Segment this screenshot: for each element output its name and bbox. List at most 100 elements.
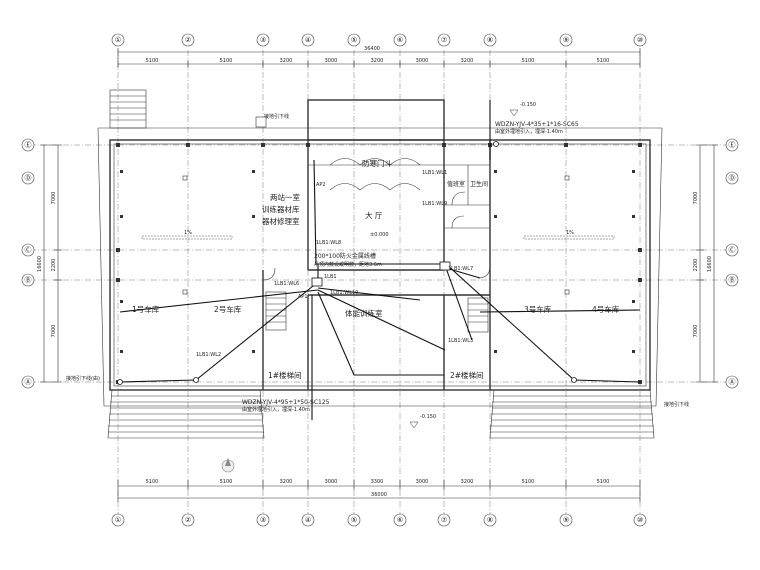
axis-col-10-top: ⑩: [637, 36, 643, 44]
axis-col-1-top: ①: [115, 36, 121, 44]
annotations: WDZN-YJV-4*35+1*16-SC65 由室外埋地引入，埋深-1.40m…: [66, 102, 689, 473]
axis-col-8-top: ⑧: [487, 36, 493, 44]
left-span-3: 7000: [51, 325, 57, 338]
room-garage1: 1号车库: [132, 304, 160, 314]
circuit-wl6: 1LB1:WL6: [274, 281, 299, 287]
top-span-6: 3000: [416, 58, 429, 64]
right-total-dimension: 16600: [707, 256, 713, 272]
bottom-span-5: 3300: [371, 479, 384, 485]
room-labels: 防寒门斗 大 厅 ±0.000 两站一室 训练器材库 器材修理室 1号车库 2号…: [132, 158, 620, 380]
left-span-1: 7000: [51, 192, 57, 205]
axis-col-3-bottom: ③: [260, 516, 266, 524]
bottom-span-2: 5100: [220, 479, 233, 485]
room-gym: 体能训练室: [345, 308, 383, 318]
grounding-right-label: 接地引下线: [664, 401, 689, 408]
level-top: -0.150: [520, 102, 536, 108]
axis-col-2-bottom: ②: [185, 516, 191, 524]
axis-col-1-bottom: ①: [115, 516, 121, 524]
axis-col-2-top: ②: [185, 36, 191, 44]
left-total-dimension: 16600: [37, 256, 43, 272]
top-span-8: 5100: [522, 58, 535, 64]
axis-row-b-left: Ⓑ: [25, 276, 32, 284]
cable-bottom-note: 由室外埋地引入，埋深-1.40m: [242, 406, 310, 413]
grounding-top-label: 接地引下线: [264, 113, 289, 120]
room-toilet: 卫生间: [470, 180, 488, 188]
axis-col-5-bottom: ⑤: [351, 516, 357, 524]
axis-row-e-right: Ⓔ: [729, 141, 736, 149]
light-row-label-left: 1%: [184, 230, 192, 236]
axis-col-3-top: ③: [260, 36, 266, 44]
room-office-line3: 器材修理室: [262, 216, 300, 226]
top-span-2: 5100: [220, 58, 233, 64]
wiring: [119, 100, 641, 420]
right-span-2: 2200: [693, 259, 699, 272]
room-hall: 大 厅: [365, 210, 383, 220]
top-total-dimension: 36400: [364, 46, 380, 52]
axis-row-a-left: Ⓐ: [25, 378, 32, 386]
steps-bottom-right: [489, 389, 655, 439]
circuit-wl2: 1LB1:WL2: [196, 352, 221, 358]
panel-ap2: AP2: [316, 182, 326, 188]
tray-note: 吊顶内敷设或明敷，距地3.6m: [314, 261, 382, 268]
room-office-line1: 两站一室: [270, 192, 300, 202]
bottom-span-8: 5100: [522, 479, 535, 485]
axis-col-8-bottom: ⑧: [487, 516, 493, 524]
circuit-wl1: 1LB1:WL1: [422, 170, 447, 176]
room-stair1: 1#楼梯间: [268, 370, 302, 380]
bottom-span-3: 3200: [280, 479, 293, 485]
circuit-wl10: 1LB1:WL10: [330, 290, 358, 296]
axis-col-9-top: ⑨: [563, 36, 569, 44]
tray-label: 200*100防火金属线槽: [314, 252, 376, 260]
axis-col-10-bottom: ⑩: [637, 516, 643, 524]
top-span-1: 5100: [146, 58, 159, 64]
room-garage2: 2号车库: [214, 304, 242, 314]
row-bubbles: Ⓔ Ⓓ Ⓒ Ⓑ Ⓐ Ⓔ Ⓓ Ⓒ Ⓑ Ⓐ: [21, 138, 739, 389]
left-span-2: 2200: [51, 259, 57, 272]
bottom-dimensions: 5100 5100 3200 3000 3300 3000 3200 5100 …: [117, 479, 641, 502]
circuit-wl9: 1LB1:WL9: [422, 201, 447, 207]
light-row-label-right: 1%: [566, 230, 574, 236]
circuit-wl8: 1LB1:WL8: [316, 240, 341, 246]
bottom-span-6: 3000: [416, 479, 429, 485]
panels: [117, 141, 577, 385]
top-span-3: 3200: [280, 58, 293, 64]
top-span-5: 3200: [371, 58, 384, 64]
hall-level: ±0.000: [370, 232, 389, 238]
right-span-1: 7000: [693, 192, 699, 205]
axis-col-9-bottom: ⑨: [563, 516, 569, 524]
top-span-7: 3200: [461, 58, 474, 64]
room-office-line2: 训练器材库: [262, 204, 300, 214]
right-dimensions: 7000 2200 7000 16600: [693, 144, 718, 383]
circuit-labels: 1LB1:WL1 1LB1:WL8 1LB1:WL9 1LB1:WL7 1LB1…: [196, 170, 473, 358]
axis-row-d-left: Ⓓ: [25, 174, 32, 182]
circuit-wl7: 1LB1:WL7: [448, 266, 473, 272]
left-dimensions: 7000 2200 7000 16600: [37, 144, 62, 383]
level-bottom: -0.150: [420, 414, 436, 420]
bottom-total-dimension: 36000: [371, 492, 387, 498]
room-duty: 值班室: [447, 180, 465, 188]
axis-col-4-top: ④: [305, 36, 311, 44]
column-bubbles-bottom: ① ② ③ ④ ⑤ ⑥ ⑦ ⑧ ⑨ ⑩: [111, 513, 647, 527]
axis-row-a-right: Ⓐ: [729, 378, 736, 386]
bottom-span-1: 5100: [146, 479, 159, 485]
bottom-span-4: 3000: [325, 479, 338, 485]
axis-row-c-left: Ⓒ: [25, 246, 32, 254]
cable-top-note: 由室外埋地引入，埋深-1.40m: [495, 128, 563, 135]
steps-top-left: [110, 95, 146, 121]
light-fixtures: 1% 1%: [120, 170, 635, 353]
interior-walls: [262, 140, 491, 390]
top-span-9: 5100: [597, 58, 610, 64]
steps-bottom-left: [107, 389, 265, 439]
axis-col-5-top: ⑤: [351, 36, 357, 44]
circuit-lb1: 1LB1: [324, 274, 337, 280]
axis-col-6-bottom: ⑥: [397, 516, 403, 524]
room-vestibule: 防寒门斗: [362, 158, 392, 168]
cable-top-label: WDZN-YJV-4*35+1*16-SC65: [495, 121, 579, 128]
axis-col-7-top: ⑦: [441, 36, 447, 44]
axis-row-e-left: Ⓔ: [25, 141, 32, 149]
axis-col-6-top: ⑥: [397, 36, 403, 44]
panel-ap1: AP1: [298, 294, 308, 300]
right-span-3: 7000: [693, 325, 699, 338]
building-outline: [97, 89, 663, 439]
